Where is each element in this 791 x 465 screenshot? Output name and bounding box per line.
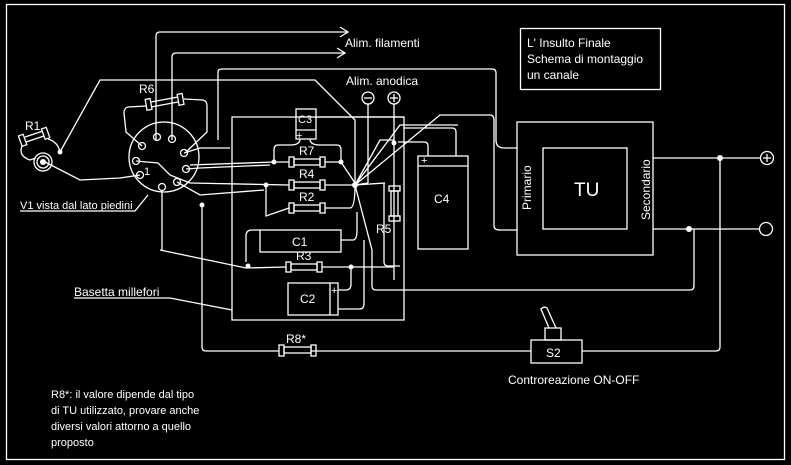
output-plus-terminal [759,150,775,166]
input-jack [33,152,53,172]
resistor-r4: R4 [288,167,326,191]
svg-text:Primario: Primario [520,165,534,210]
svg-text:R6: R6 [139,82,155,96]
svg-text:diversi valori attorno a quell: diversi valori attorno a quello [51,421,191,433]
capacitor-c2: C2 + [287,282,339,316]
r8-note: R8*: il valore dipende dal tipo di TU ut… [51,389,199,449]
svg-text:R8*: il valore dipende dal tip: R8*: il valore dipende dal tipo [51,389,194,401]
resistor-r3: R3 [285,249,323,273]
primary-wire-top [217,68,517,149]
svg-text:TU: TU [574,180,599,201]
svg-text:proposto: proposto [51,437,94,449]
feedback-switch-label: Controreazione ON-OFF [508,373,639,387]
anode-supply: Alim. anodica [346,74,418,280]
tube-socket-v1: 1 [128,121,200,193]
resistor-r1: R1 [17,119,51,148]
capacitor-c3: C3 + [295,108,317,142]
title-box: L' Insulto Finale Schema di montaggio un… [519,27,662,91]
capacitor-c4: + C4 [417,155,469,250]
filament-supply-label: Alim. filamenti [345,36,420,50]
svg-text:C3: C3 [298,114,312,126]
title-line-1: L' Insulto Finale [527,36,611,50]
svg-text:R7: R7 [299,144,315,158]
svg-text:Secondario: Secondario [639,159,653,220]
svg-text:R2: R2 [299,190,315,204]
resistor-r6: R6 [139,82,185,112]
tube-view-label: V1 vista dal lato piedini [20,200,133,212]
resistor-r8: R8* [278,332,317,357]
svg-text:R8*: R8* [286,332,306,346]
resistor-r2: R2 [288,190,326,214]
svg-text:+: + [331,285,337,297]
title-line-3: un canale [527,68,579,82]
svg-text:1: 1 [144,166,150,178]
svg-text:C1: C1 [292,235,308,249]
svg-text:+: + [421,155,427,167]
svg-text:C2: C2 [300,292,316,306]
switch-s2[interactable]: S2 [530,306,583,364]
svg-text:+: + [296,130,302,142]
transformer-tu: TU Primario Secondario [516,121,654,256]
svg-text:di TU utilizzato, provare anch: di TU utilizzato, provare anche [51,405,199,417]
resistor-r7: R7 [288,144,326,168]
anode-supply-label: Alim. anodica [346,74,418,88]
filament-supply-wires: Alim. filamenti [155,26,420,140]
outer-frame [5,3,786,461]
resistor-r5: R5 [376,185,401,236]
svg-text:R3: R3 [296,249,312,263]
title-line-2: Schema di montaggio [527,52,643,66]
capacitor-c1: C1 [259,229,342,253]
perfboard-label: Basetta millefori [74,285,159,299]
svg-text:C4: C4 [434,192,450,206]
svg-text:S2: S2 [546,346,561,360]
grid-wire [59,79,356,183]
output-ground-terminal [758,221,774,237]
svg-text:R1: R1 [25,119,41,133]
svg-text:R4: R4 [299,167,315,181]
